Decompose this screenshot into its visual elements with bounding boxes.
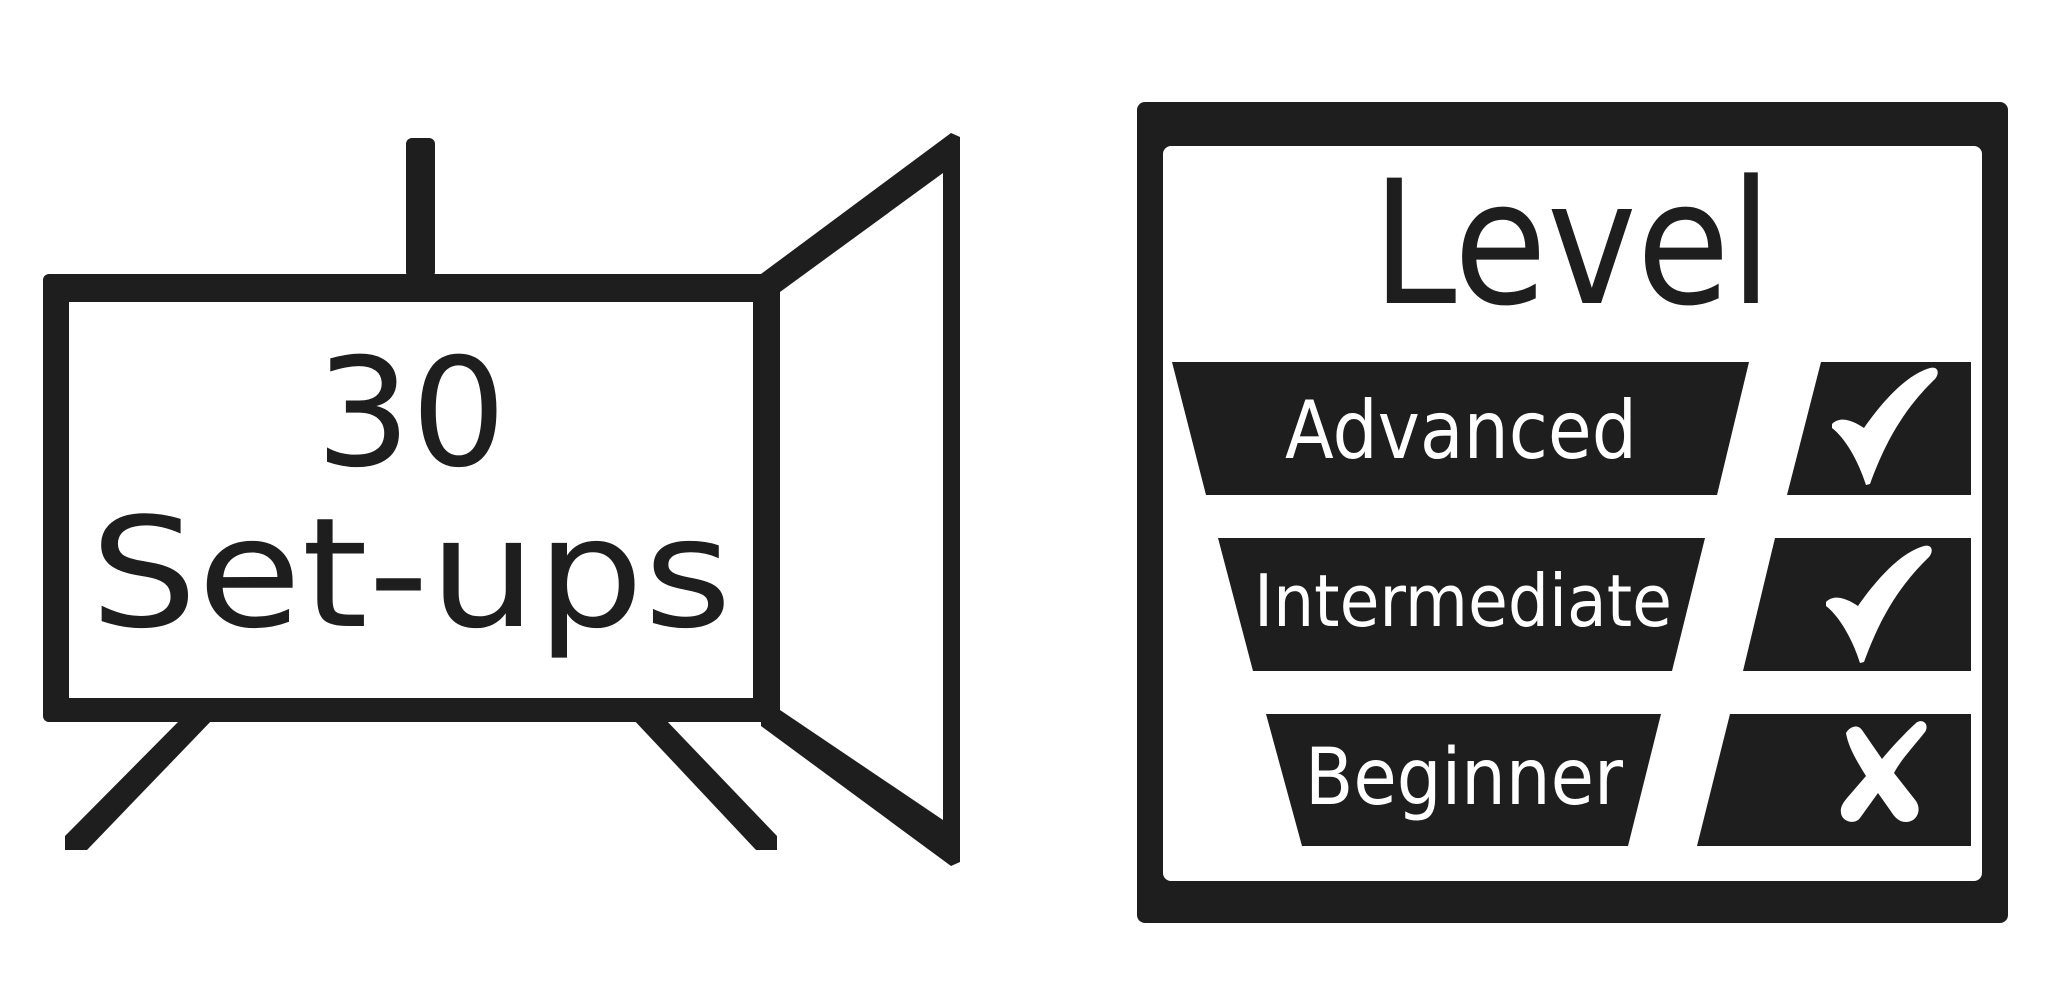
level-title: Level xyxy=(1372,143,1772,344)
x-icon xyxy=(1840,721,1927,822)
side-panel xyxy=(761,133,960,866)
level-label-banner xyxy=(1218,538,1705,671)
setups-count: 30 xyxy=(316,327,507,501)
setups-icon: 30 Set-ups xyxy=(43,133,960,866)
level-status-box xyxy=(1697,714,1971,846)
level-label: Advanced xyxy=(1285,384,1637,477)
level-row-beginner: Beginner xyxy=(1266,714,1971,846)
easel-right-leg xyxy=(632,718,777,850)
level-label: Intermediate xyxy=(1254,559,1672,643)
board-surface xyxy=(69,302,753,698)
check-icon xyxy=(1826,545,1932,663)
easel-top-post xyxy=(406,138,435,278)
level-row-advanced: Advanced xyxy=(1172,362,1971,495)
level-row-intermediate: Intermediate xyxy=(1218,538,1971,671)
setups-label: Set-ups xyxy=(90,485,732,662)
level-card-surface xyxy=(1163,146,1982,881)
level-label-banner xyxy=(1266,714,1661,846)
level-label-banner xyxy=(1172,362,1749,495)
check-icon xyxy=(1832,367,1938,485)
level-card: Level Advanced Intermediate Beginner xyxy=(1137,102,2008,923)
level-label: Beginner xyxy=(1305,733,1624,823)
easel-left-leg xyxy=(65,718,214,850)
